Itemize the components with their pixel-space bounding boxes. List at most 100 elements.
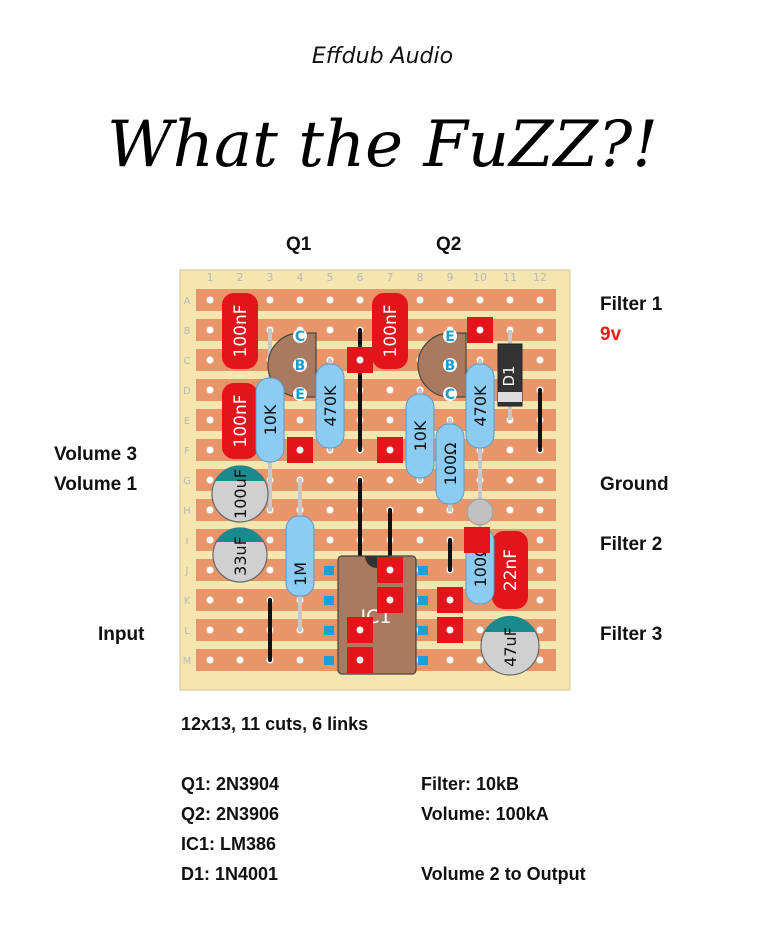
strip-hole [326,326,334,334]
capacitor-100nf [222,383,258,459]
capacitor-label: 22nF [501,549,521,591]
column-label: 5 [327,271,334,284]
strip-hole [236,596,244,604]
resistor-470k [315,363,345,449]
row-label: I [186,536,189,547]
row-label: J [185,566,189,577]
strip-hole [476,626,484,634]
strip-hole [476,296,484,304]
strip-hole [206,656,214,664]
strip-hole [206,356,214,364]
strip-hole [206,476,214,484]
row-label: E [184,416,190,427]
strip-hole [506,476,514,484]
strip-hole [206,596,214,604]
copper-strip [196,439,556,461]
resistor-label: 10K [411,420,430,451]
capacitor-100nf [372,293,408,369]
column-label: 10 [473,271,487,284]
strip-hole [206,536,214,544]
emitter-pin-label: E [295,387,305,403]
strip-hole [536,326,544,334]
column-label: 2 [237,271,244,284]
strip-hole [536,626,544,634]
capacitor-100nf [222,293,258,369]
q1-label: Q1 [286,234,312,255]
ic1-part-info: IC1: LM386 [181,834,277,854]
strip-hole [536,506,544,514]
strip-hole [476,656,484,664]
column-label: 7 [387,271,394,284]
filter1-label: Filter 1 [600,294,663,315]
strip-hole [326,506,334,514]
diode-band [498,392,522,402]
strip-hole [536,296,544,304]
base-pin-label: B [295,358,306,374]
collector-pin-label: C [445,387,455,403]
cut-holes [296,326,484,664]
strip-hole [536,476,544,484]
column-label: 4 [297,271,304,284]
column-headers: 1 2 3 4 5 6 7 8 9 10 11 12 [207,271,548,284]
track-cut [464,527,490,553]
strip-hole [296,656,304,664]
resistor-100-ohm [435,423,465,505]
column-label: 12 [533,271,547,284]
strip-hole [416,296,424,304]
strip-hole [386,476,394,484]
capacitor-label: 100nF [381,304,401,357]
resistor-1m [285,515,315,597]
strip-hole [296,296,304,304]
strip-hole [536,566,544,574]
column-label: 8 [417,271,424,284]
row-label: F [184,446,190,457]
strip-hole [506,506,514,514]
row-label: D [183,386,191,397]
strip-hole [296,416,304,424]
resistor-label: 100Ω [471,545,490,588]
capacitor-22nf [492,531,528,609]
strip-hole [326,296,334,304]
strip-hole [536,596,544,604]
strip-hole [416,536,424,544]
strip-hole [206,416,214,424]
resistor-470k [465,363,495,449]
row-label: L [184,626,190,637]
resistor-label: 470K [471,385,490,427]
strip-hole [206,506,214,514]
ic1-chip: IC1 [324,555,428,675]
strip-hole [206,446,214,454]
row-label: A [184,296,191,307]
strip-hole [356,296,364,304]
strip-hole [236,626,244,634]
nine-volt-label: 9v [600,324,622,345]
filter2-label: Filter 2 [600,534,663,555]
d1-part-info: D1: 1N4001 [181,864,279,884]
strip-hole [266,536,274,544]
column-label: 11 [503,271,517,284]
strip-hole [446,296,454,304]
volume-pot-info: Volume: 100kA [421,804,549,824]
copper-strip [196,469,556,491]
column-label: 3 [267,271,274,284]
capacitor-label: 33uF [231,536,250,576]
base-pin-label: B [445,358,456,374]
copper-strip [196,499,556,521]
strip-hole [326,536,334,544]
row-label: M [183,656,192,667]
capacitor-label: 47uF [501,627,520,667]
transistor-q2: E B C [417,329,467,403]
volume2-output-info: Volume 2 to Output [421,864,586,884]
filter3-label: Filter 3 [600,624,663,645]
resistor-label: 1M [291,562,310,586]
row-label: G [183,476,191,487]
ground-label: Ground [600,474,669,495]
strip-hole [206,296,214,304]
strip-hole [536,356,544,364]
resistor-label: 100Ω [441,443,460,486]
volume3-label: Volume 3 [54,444,138,465]
emitter-pin-label: E [445,329,455,345]
strip-hole [536,536,544,544]
resistor-label: 10K [261,404,280,435]
capacitor-label: 100nF [231,304,251,357]
